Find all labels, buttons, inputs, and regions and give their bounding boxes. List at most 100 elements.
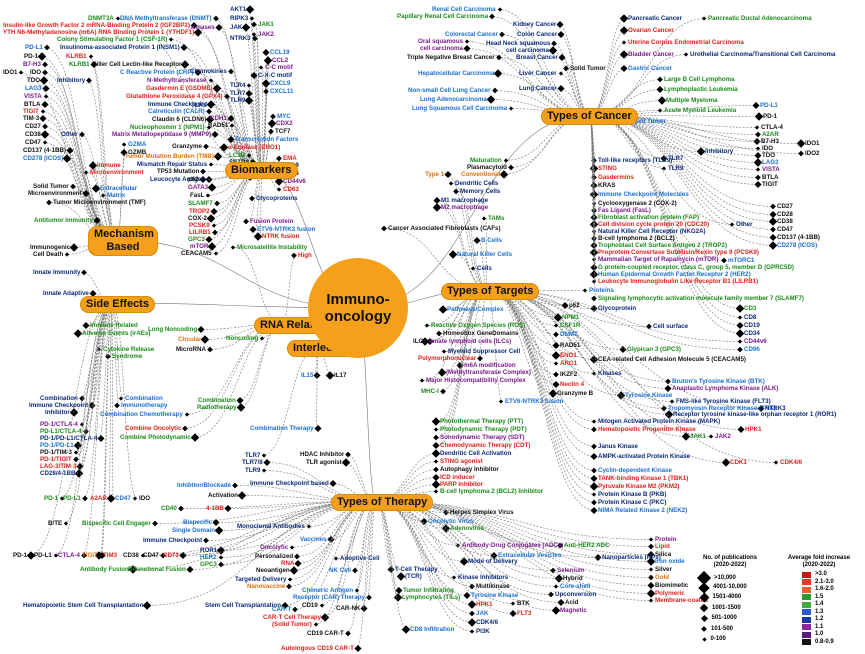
node-label[interactable]: CTLA-4	[761, 124, 783, 131]
node-label[interactable]: cell carcinoma	[506, 47, 549, 54]
node-label[interactable]: Liquid Tumor	[627, 118, 667, 125]
node-label[interactable]: Fusion Protein	[250, 218, 294, 225]
node-label[interactable]: JAK	[230, 24, 243, 31]
node-label[interactable]: Adoptive Cell	[340, 555, 380, 562]
node-label[interactable]: C-X-C motif	[258, 72, 293, 79]
node-label[interactable]: Janus Kinase	[598, 443, 638, 450]
node-label[interactable]: PD-L1	[34, 552, 52, 559]
node-label[interactable]: PD-L1/CTLA-4	[40, 428, 82, 435]
node-label[interactable]: Single Domain	[172, 527, 215, 534]
node-label[interactable]: TLR7	[245, 452, 261, 459]
node-label[interactable]: Magnetic	[560, 607, 587, 614]
node-label[interactable]: IKZF2	[560, 371, 578, 378]
node-label[interactable]: RNA	[281, 560, 295, 567]
node-label[interactable]: Calreticulin (CALR)	[148, 108, 205, 115]
node-label[interactable]: CCL2	[272, 57, 289, 64]
node-label[interactable]: FasL	[190, 192, 205, 199]
node-label[interactable]: Pancreatic Ductal Adenocarcinoma	[708, 15, 812, 22]
node-label[interactable]: MYC	[277, 113, 291, 120]
node-label[interactable]: Maturation	[470, 157, 502, 164]
node-label[interactable]: Innate Adaptive	[43, 290, 89, 297]
node-label[interactable]: CD3	[744, 305, 757, 312]
node-label[interactable]: NPM1	[562, 314, 580, 321]
node-label[interactable]: HER2	[200, 554, 217, 561]
node-label[interactable]: Chimeric Antigen	[302, 587, 353, 594]
node-label[interactable]: SLAMF7	[188, 200, 213, 207]
node-label[interactable]: Combination	[125, 395, 163, 402]
node-label[interactable]: Polymeric	[655, 590, 685, 597]
node-label[interactable]: CEA-related Cell Adhesion Molecule 5 (CE…	[598, 356, 746, 363]
node-label[interactable]: Nucleophosmin 1 (NPM1)	[130, 124, 205, 131]
node-label[interactable]: (Solid Tumor)	[272, 621, 312, 628]
node-label[interactable]: G protein-coupled receptor, class C, gro…	[598, 264, 794, 271]
node-label[interactable]: CD40	[161, 505, 177, 512]
node-label[interactable]: Hybrid	[563, 575, 583, 582]
node-label[interactable]: CD19	[744, 322, 760, 329]
node-label[interactable]: TIM3	[103, 552, 118, 559]
node-label[interactable]: PD-1/PD-L1	[40, 442, 74, 449]
node-label[interactable]: N-Methyltransferase	[147, 77, 207, 84]
node-label[interactable]: LAG3	[25, 85, 42, 92]
node-label[interactable]: COX-2	[188, 215, 207, 222]
node-label[interactable]: Bladder Cancer	[628, 51, 674, 58]
node-label[interactable]: Oncolytic Virus	[428, 518, 474, 525]
node-label[interactable]: PD-1/CTLA-4	[40, 421, 78, 428]
node-label[interactable]: HPK1	[745, 426, 762, 433]
node-label[interactable]: Insulinoma-associated Protein 1 (INSM1)	[60, 44, 180, 51]
node-label[interactable]: Mitogen Activated Protein Kinase (MAPK)	[598, 418, 721, 425]
node-label[interactable]: Glycoprotein	[598, 305, 637, 312]
node-label[interactable]: TLR9	[245, 467, 261, 474]
node-label[interactable]: TIGIT	[23, 108, 39, 115]
node-label[interactable]: mTORC1	[728, 257, 755, 264]
node-label[interactable]: CAR-NK	[336, 605, 361, 612]
node-label[interactable]: Reactive Oxygen Species (ROS)	[431, 322, 526, 329]
node-label[interactable]: CD278 (ICOS)	[23, 155, 64, 162]
node-label[interactable]: Immune Related	[90, 322, 138, 329]
hub-mechanism-based[interactable]: Mechanism Based	[88, 226, 158, 256]
node-label[interactable]: cell carcinoma	[420, 45, 463, 52]
node-label[interactable]: CD27	[25, 123, 41, 130]
node-label[interactable]: Natural Killer Cells	[457, 251, 513, 258]
node-label[interactable]: CSF1R	[560, 322, 581, 329]
node-label[interactable]: (Methyltransferase Complex)	[446, 369, 531, 376]
node-label[interactable]: Tyrosine Kinase	[625, 392, 673, 399]
node-label[interactable]: Lymphoplastic Leukemia	[664, 86, 738, 93]
node-label[interactable]: MicroRNA	[176, 346, 206, 353]
node-label[interactable]: TDO	[762, 152, 776, 159]
node-label[interactable]: Inhibitory	[705, 148, 734, 155]
node-label[interactable]: Colon Cancer	[517, 31, 558, 38]
node-label[interactable]: Pancreatic Cancer	[628, 15, 682, 22]
node-label[interactable]: TDO	[27, 77, 41, 84]
node-label[interactable]: PARP Inhibitor	[440, 481, 484, 488]
node-label[interactable]: PD-1/TIM-3	[40, 449, 72, 456]
node-label[interactable]: (TCR)	[405, 573, 422, 580]
node-label[interactable]: NIMA Related Kinase 2 (NEK2)	[598, 507, 688, 514]
node-label[interactable]: TLR9	[668, 165, 684, 172]
node-label[interactable]: CD73	[163, 552, 179, 559]
node-label[interactable]: Long Noncoding	[148, 326, 198, 333]
node-label[interactable]: BTLA	[762, 174, 779, 181]
node-label[interactable]: JAK1	[690, 433, 706, 440]
node-label[interactable]: FLT3	[517, 610, 532, 617]
node-label[interactable]: HDAC Inhibitor	[300, 451, 345, 458]
node-label[interactable]: IDO2	[805, 150, 820, 157]
node-label[interactable]: B-cell lymphoma 2 (BCL2)	[598, 235, 675, 242]
node-label[interactable]: LAG3	[762, 159, 779, 166]
node-label[interactable]: Fibroblast activation protein (FAP)	[598, 214, 700, 221]
node-label[interactable]: JAK1	[258, 21, 274, 28]
node-label[interactable]: Leukocyte Immunoglobulin Like Receptor B…	[598, 278, 759, 285]
node-label[interactable]: AKT1	[230, 6, 247, 13]
node-label[interactable]: Adenovirus	[450, 525, 485, 532]
node-label[interactable]: Cell Death	[33, 251, 64, 258]
node-label[interactable]: KLRB1	[66, 53, 87, 60]
node-label[interactable]: Receptor (CAR) Therapy	[293, 594, 365, 601]
node-label[interactable]: Uterine Corpus Endometrial Carcinoma	[628, 39, 744, 46]
node-label[interactable]: p62	[569, 302, 580, 309]
node-label[interactable]: PD-1	[763, 113, 778, 120]
node-label[interactable]: Targeted Delivery	[235, 576, 287, 583]
node-label[interactable]: B7-H3	[761, 138, 779, 145]
node-label[interactable]: Tropomyosin Receptor Kinase (TRK)	[668, 405, 776, 412]
node-label[interactable]: CD19	[302, 602, 318, 609]
node-label[interactable]: Adverse Events (irAEs)	[82, 330, 151, 337]
node-label[interactable]: Non-small Cell Lung Cancer	[408, 87, 491, 94]
